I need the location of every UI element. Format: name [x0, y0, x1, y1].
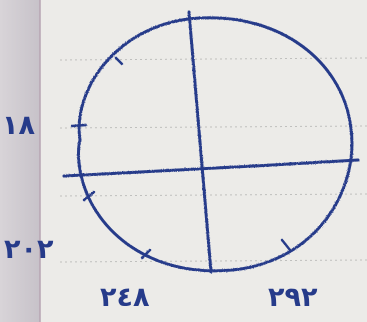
tick-mark	[72, 125, 86, 126]
margin-strip	[0, 0, 40, 322]
label-bottom-center: ٢٤٨	[100, 282, 150, 313]
label-top-left: ١٨	[2, 110, 35, 141]
label-bottom-left: ٢٠٢	[4, 234, 54, 265]
label-bottom-right: ٢٩٢	[268, 282, 318, 313]
